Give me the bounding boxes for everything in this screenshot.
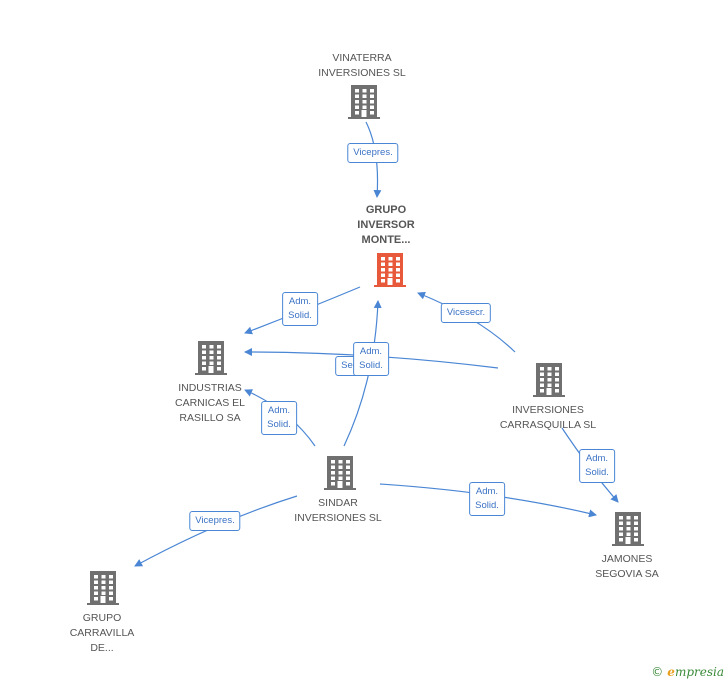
edge-label-e5[interactable]: Adm. Solid. [353,342,389,376]
copyright-icon: © [651,665,664,679]
node-label-carravilla[interactable]: GRUPO CARRAVILLA DE... [69,612,135,654]
edge-label-e9[interactable]: Vicepres. [189,511,241,531]
node-label-carrasquilla[interactable]: INVERSIONES CARRASQUILLA SL [499,404,597,431]
building-icon-jamones[interactable] [612,512,644,546]
edge-label-e8[interactable]: Adm. Solid. [469,482,505,516]
node-label-vinaterra[interactable]: VINATERRA INVERSIONES SL [318,52,406,79]
edge-label-e3[interactable]: Vicesecr. [440,303,492,323]
edge-label-e7[interactable]: Adm. Solid. [579,449,615,483]
brand-initial: e [667,665,675,679]
brand-footer: ©empresia [651,665,724,679]
building-icon-grupo-inversor[interactable] [374,253,406,287]
node-label-industrias[interactable]: INDUSTRIAS CARNICAS EL RASILLO SA [174,382,246,424]
edge-e5 [343,300,382,447]
building-icon-carrasquilla[interactable] [533,363,565,397]
building-icon-vinaterra[interactable] [348,85,380,119]
building-icon-sindar[interactable] [324,456,356,490]
edge-label-e1[interactable]: Vicepres. [347,143,399,163]
node-label-grupo-inversor[interactable]: GRUPO INVERSOR MONTE... [357,204,415,246]
building-icon-carravilla[interactable] [87,571,119,605]
node-label-sindar[interactable]: SINDAR INVERSIONES SL [294,497,382,524]
edge-label-e6[interactable]: Adm. Solid. [261,401,297,435]
edge-label-e2[interactable]: Adm. Solid. [282,292,318,326]
node-label-jamones[interactable]: JAMONES SEGOVIA SA [595,553,659,580]
building-icon-industrias[interactable] [195,341,227,375]
brand-name: mpresia [674,665,724,679]
